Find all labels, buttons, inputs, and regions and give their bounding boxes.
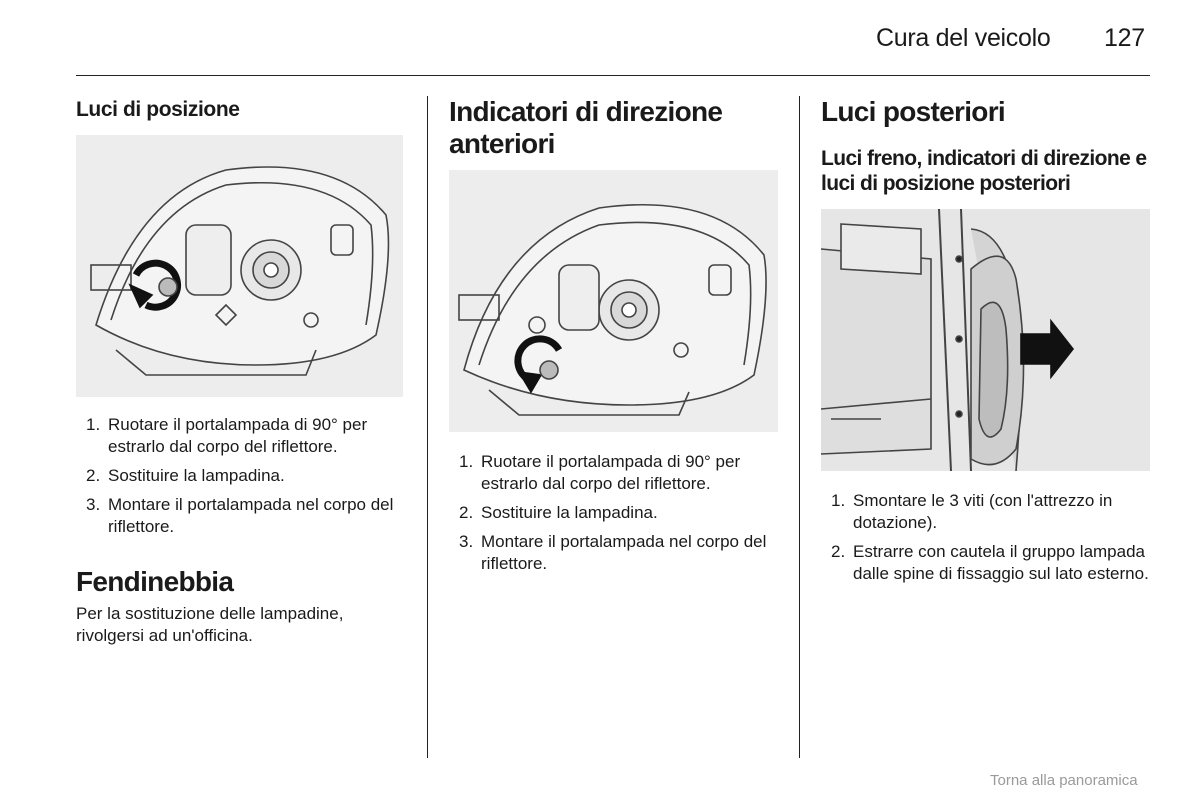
column-divider bbox=[799, 96, 800, 758]
list-item: 2. Sostituire la lampadina. bbox=[459, 502, 784, 524]
headlamp-indicator-rotate-illustration bbox=[449, 170, 778, 432]
column-divider bbox=[427, 96, 428, 758]
step-text: Sostituire la lampadina. bbox=[108, 466, 285, 485]
header-rule bbox=[76, 75, 1150, 76]
step-number: 1. bbox=[459, 452, 474, 471]
step-number: 2. bbox=[459, 503, 474, 522]
list-item: 2. Sostituire la lampadina. bbox=[86, 465, 416, 487]
steps-list: 1. Smontare le 3 viti (con l'attrezzo in … bbox=[831, 490, 1161, 592]
page-number: 127 bbox=[1104, 24, 1145, 52]
section-heading: Luci di posizione bbox=[76, 98, 240, 121]
step-number: 1. bbox=[86, 415, 101, 434]
steps-list: 1. Ruotare il portalampada di 90° per est… bbox=[86, 414, 416, 545]
back-to-overview-link[interactable]: Torna alla panoramica bbox=[990, 772, 1138, 789]
step-text: Montare il portalampada nel corpo del ri… bbox=[481, 532, 767, 573]
step-number: 2. bbox=[831, 542, 846, 561]
list-item: 3. Montare il portalampada nel corpo del … bbox=[86, 494, 416, 538]
step-text: Montare il portalampada nel corpo del ri… bbox=[108, 495, 394, 536]
section-heading: Luci posteriori bbox=[821, 96, 1006, 127]
list-item: 1. Smontare le 3 viti (con l'attrezzo in … bbox=[831, 490, 1161, 534]
step-number: 1. bbox=[831, 491, 846, 510]
step-text: Ruotare il portalampada di 90° per estra… bbox=[108, 415, 368, 456]
step-number: 3. bbox=[86, 495, 101, 514]
step-text: Smontare le 3 viti (con l'attrezzo in do… bbox=[853, 491, 1113, 532]
list-item: 2. Estrarre con cautela il gruppo lampada… bbox=[831, 541, 1161, 585]
step-text: Estrarre con cautela il gruppo lampada d… bbox=[853, 542, 1149, 583]
step-text: Sostituire la lampadina. bbox=[481, 503, 658, 522]
subsection-heading: Fendinebbia bbox=[76, 566, 234, 597]
steps-list: 1. Ruotare il portalampada di 90° per est… bbox=[459, 451, 784, 582]
section-subheading: Luci freno, indicatori di direzione e lu… bbox=[821, 147, 1147, 195]
headlamp-bulb-rotate-illustration bbox=[76, 135, 403, 397]
step-text: Ruotare il portalampada di 90° per estra… bbox=[481, 452, 741, 493]
tail-lamp-removal-illustration bbox=[821, 209, 1150, 471]
step-number: 2. bbox=[86, 466, 101, 485]
section-heading: Indicatori di direzione anteriori bbox=[449, 96, 723, 159]
step-number: 3. bbox=[459, 532, 474, 551]
list-item: 1. Ruotare il portalampada di 90° per est… bbox=[459, 451, 784, 495]
section-title: Cura del veicolo bbox=[876, 24, 1051, 52]
subsection-text: Per la sostituzione delle lampadine, riv… bbox=[76, 604, 344, 645]
list-item: 1. Ruotare il portalampada di 90° per est… bbox=[86, 414, 416, 458]
list-item: 3. Montare il portalampada nel corpo del … bbox=[459, 531, 784, 575]
